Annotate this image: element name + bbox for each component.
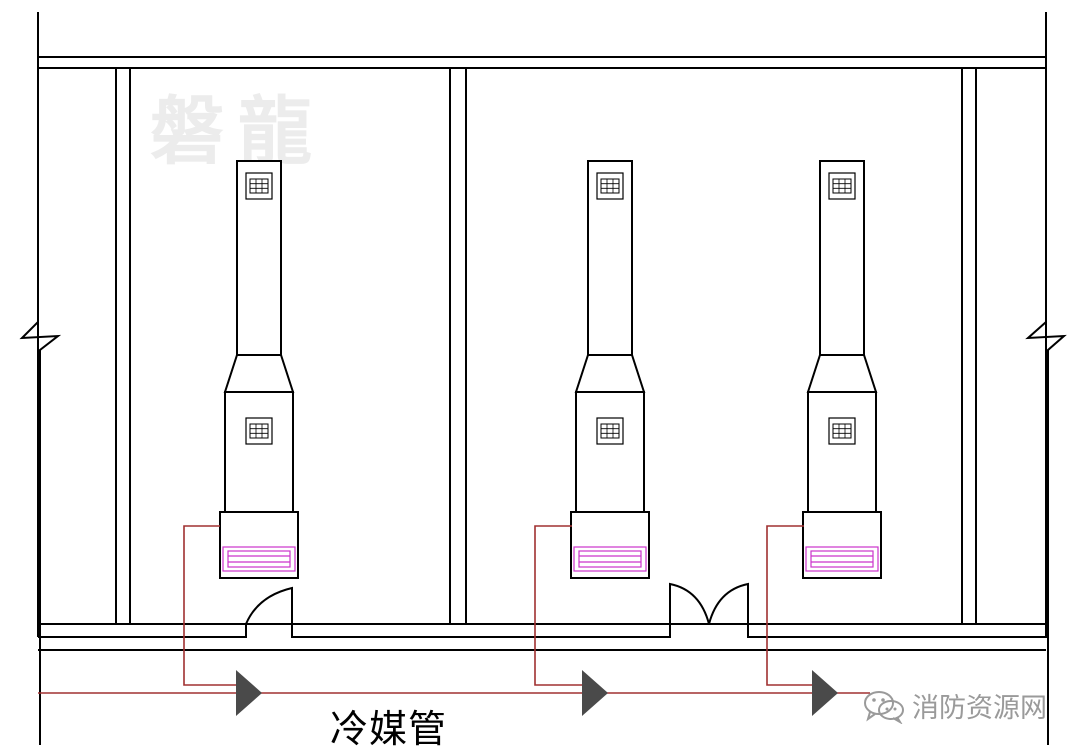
air-grille-icon: [596, 417, 624, 445]
air-grille-icon: [245, 417, 273, 445]
return-filter: [573, 546, 647, 572]
return-filter: [222, 546, 296, 572]
watermark-text: 磐龍: [150, 89, 326, 175]
door-double-swing-left: [669, 582, 710, 625]
corridor-wall-upper-3: [747, 623, 1047, 638]
corridor-wall-upper: [38, 623, 247, 638]
refrigerant-branch-1: [183, 525, 246, 686]
source-text: 消防资源网: [912, 693, 1047, 724]
air-grille-icon: [596, 172, 624, 200]
return-filter: [805, 546, 879, 572]
flow-arrow-3: [812, 670, 838, 716]
door-single-swing: [245, 586, 293, 625]
duct-transition: [574, 354, 646, 393]
air-grille-icon: [245, 172, 273, 200]
duct-plenum: [224, 391, 294, 513]
room-left-partial: [37, 67, 117, 625]
fan-coil-unit: [802, 511, 882, 579]
refrigerant-branch-2: [534, 525, 596, 686]
air-grille-icon: [828, 172, 856, 200]
duct-transition: [806, 354, 878, 393]
refrigerant-pipe-label: 冷媒管: [330, 707, 448, 751]
fan-coil-unit: [570, 511, 650, 579]
left-break-line: [19, 12, 62, 745]
door-double-swing-right: [708, 582, 749, 625]
duct-transition: [223, 354, 295, 393]
duct-plenum: [575, 391, 645, 513]
flow-arrow-2: [582, 670, 608, 716]
duct-plenum: [807, 391, 877, 513]
room-b: [465, 67, 963, 625]
flow-arrow-1: [236, 670, 262, 716]
room-right-partial: [975, 67, 1047, 625]
room-a: [129, 67, 451, 625]
fan-coil-unit: [219, 511, 299, 579]
source-watermark: 消防资源网: [862, 686, 1047, 725]
refrigerant-branch-3: [766, 525, 826, 686]
indoor-unit-2: [570, 160, 650, 579]
air-grille-icon: [828, 417, 856, 445]
indoor-unit-1: [219, 160, 299, 579]
wechat-icon: [864, 690, 904, 724]
corridor-wall-upper-2: [291, 623, 671, 638]
indoor-unit-3: [802, 160, 882, 579]
